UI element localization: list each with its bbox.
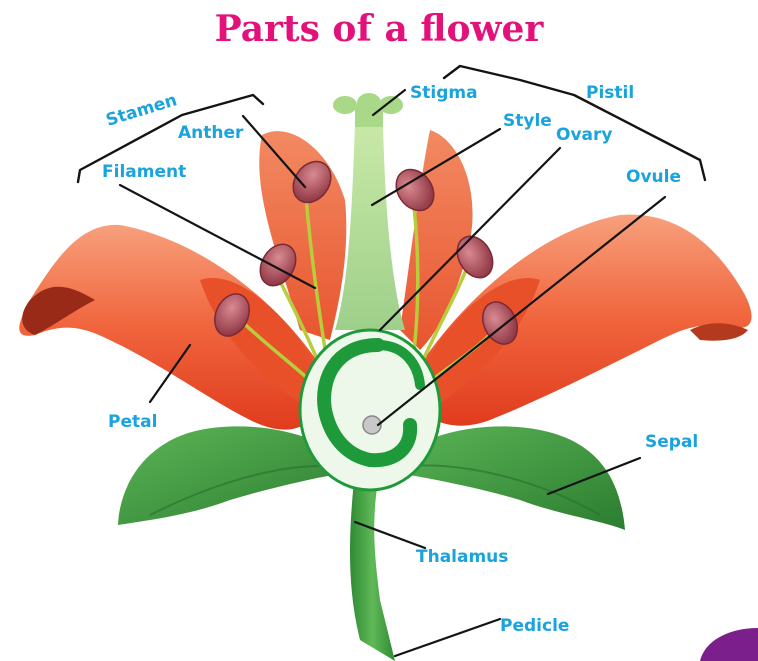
label-pistil: Pistil xyxy=(586,83,634,103)
label-pedicle: Pedicle xyxy=(500,616,569,636)
label-petal: Petal xyxy=(108,412,157,432)
label-anther: Anther xyxy=(178,123,244,143)
stigma xyxy=(333,93,403,127)
petal-back-upper-left xyxy=(259,131,346,340)
pistil-bracket xyxy=(444,66,705,180)
label-stigma: Stigma xyxy=(410,83,478,103)
label-stamen: Stamen xyxy=(104,90,180,131)
label-thalamus: Thalamus xyxy=(416,547,508,567)
label-style: Style xyxy=(503,111,552,131)
corner-badge xyxy=(700,628,758,661)
ovary xyxy=(300,330,440,490)
pedicle-stem xyxy=(350,470,395,661)
label-sepal: Sepal xyxy=(645,432,698,452)
label-ovary: Ovary xyxy=(556,125,612,145)
label-ovule: Ovule xyxy=(626,167,681,187)
label-filament: Filament xyxy=(102,162,186,182)
